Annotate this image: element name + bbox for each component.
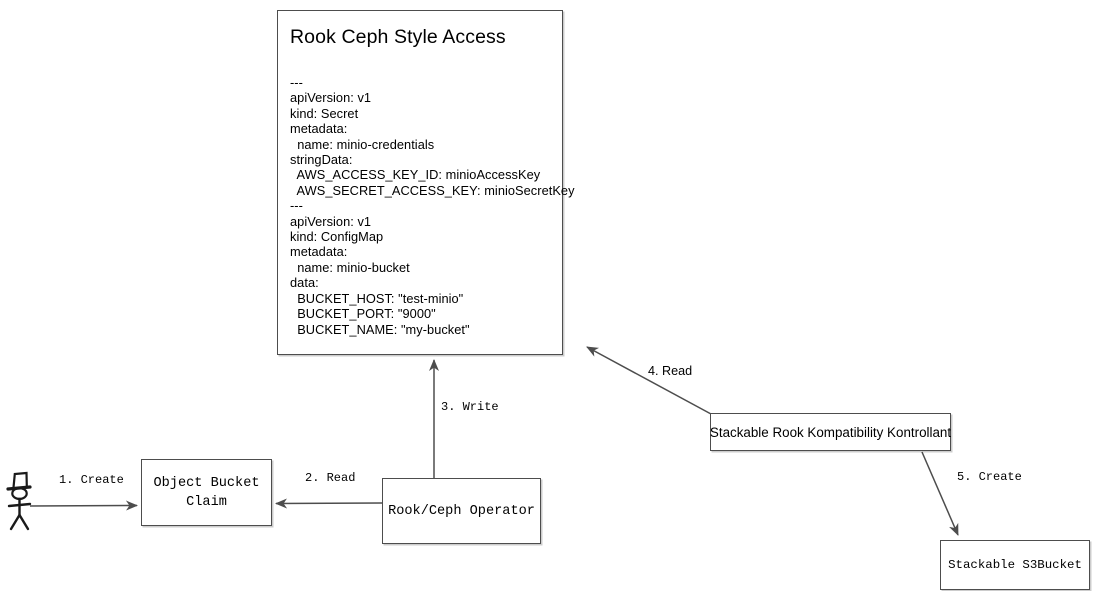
edge-1-create-arrow [29,500,138,511]
node-object-bucket-claim[interactable]: Object Bucket Claim [141,459,272,526]
edge-label-5-create: 5. Create [957,470,1022,484]
edge-5-create-arrow [921,451,959,536]
edge-label-3-write: 3. Write [441,400,499,414]
edge-label-1-create: 1. Create [59,473,124,487]
yaml-note-box: Rook Ceph Style Access --- apiVersion: v… [277,10,575,355]
edge-2-read-arrow [275,498,383,509]
node-stackable-rook-kompatibility-kontrollant[interactable]: Stackable Rook Kompatibility Kontrollant [710,413,951,451]
user-actor-stick-figure [6,471,32,531]
stackable-s3bucket-label: Stackable S3Bucket [948,558,1082,572]
object-bucket-claim-label: Object Bucket Claim [153,475,260,510]
edge-4-read-arrow [586,346,712,415]
edge-label-2-read: 2. Read [305,471,356,485]
yaml-note-body: --- apiVersion: v1 kind: Secret metadata… [290,75,575,337]
yaml-note-title: Rook Ceph Style Access [290,26,506,48]
edge-label-4-read: 4. Read [648,364,693,378]
node-rook-ceph-operator[interactable]: Rook/Ceph Operator [382,478,541,544]
stackable-rook-kompatibility-kontrollant-label: Stackable Rook Kompatibility Kontrollant [709,424,952,440]
node-stackable-s3bucket[interactable]: Stackable S3Bucket [940,540,1090,590]
rook-ceph-operator-label: Rook/Ceph Operator [388,503,535,519]
